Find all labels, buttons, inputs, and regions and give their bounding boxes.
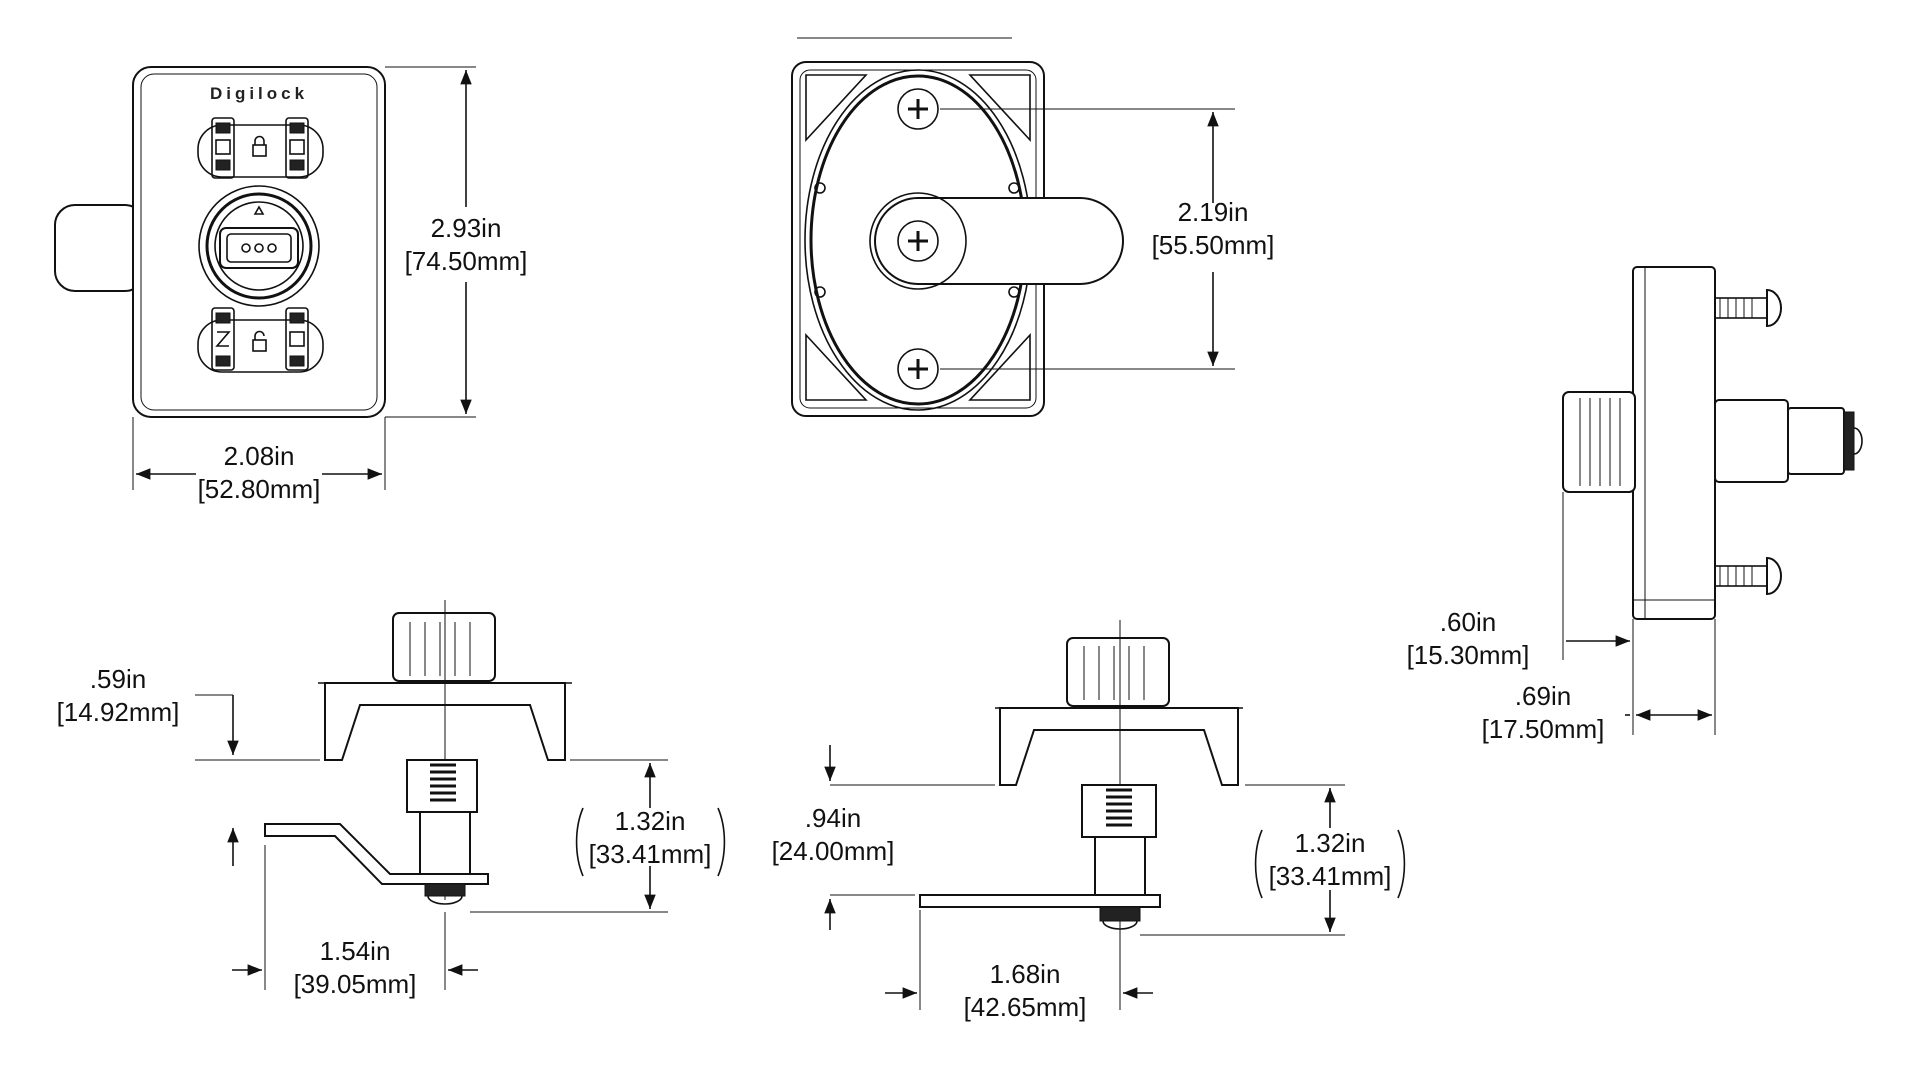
knob-depth-mm: [15.30mm]: [1407, 640, 1530, 670]
cam-view-2: .94in [24.00mm] 1.32in [33.41mm] 1.68in …: [772, 620, 1406, 1022]
side-cam-hub: [1714, 399, 1789, 483]
locked-icon: [252, 144, 267, 157]
front-bolt: [54, 204, 146, 292]
cam2-bar: [919, 894, 1161, 908]
side-top-screw: [1714, 288, 1782, 328]
screw-spacing-inches: 2.19in: [1178, 197, 1249, 227]
cam1-length-inches: 1.32in: [615, 806, 686, 836]
key-reader: [198, 185, 320, 307]
rear-view: 2.19in [55.50mm]: [791, 37, 1275, 417]
rear-top-screw: [897, 88, 939, 130]
front-width-mm: [52.80mm]: [198, 474, 321, 504]
rear-cam-arm: [874, 197, 1124, 285]
cam2-knob: [1066, 637, 1170, 707]
top-keypad: [197, 117, 324, 179]
front-view: Digilock: [54, 66, 528, 504]
cam2-reach-mm: [42.65mm]: [964, 992, 1087, 1022]
cam1-housing: [324, 682, 566, 761]
side-knob: [1562, 391, 1636, 493]
knob-depth-inches: .60in: [1440, 607, 1496, 637]
side-bottom-screw: [1714, 556, 1782, 596]
cam1-knob: [392, 612, 496, 682]
cam2-length-mm: [33.41mm]: [1269, 861, 1392, 891]
back-depth-inches: .69in: [1515, 681, 1571, 711]
cam1-shaft: [419, 811, 471, 875]
side-view: .60in [15.30mm] .69in [17.50mm]: [1407, 266, 1863, 744]
bottom-keypad: [197, 307, 324, 373]
cam1-length-mm: [33.41mm]: [589, 839, 712, 869]
cam1-offset-inches: .59in: [90, 664, 146, 694]
cam1-offset-mm: [14.92mm]: [57, 697, 180, 727]
back-depth-mm: [17.50mm]: [1482, 714, 1605, 744]
front-height-inches: 2.93in: [431, 213, 502, 243]
cam2-length-inches: 1.32in: [1295, 828, 1366, 858]
cam2-shaft: [1094, 836, 1146, 896]
cam1-bar: [264, 823, 489, 885]
unlocked-icon: [252, 339, 267, 352]
cam2-housing: [999, 707, 1239, 786]
cam2-offset-inches: .94in: [805, 803, 861, 833]
cam1-reach-inches: 1.54in: [320, 936, 391, 966]
screw-spacing-mm: [55.50mm]: [1152, 230, 1275, 260]
cam2-offset-mm: [24.00mm]: [772, 836, 895, 866]
rear-bottom-screw: [897, 348, 939, 390]
brand-label: Digilock: [210, 84, 308, 103]
cam-view-1: .59in [14.92mm] 1.32in [33.41mm] 1.54in …: [57, 600, 726, 999]
front-width-inches: 2.08in: [224, 441, 295, 471]
cam1-reach-mm: [39.05mm]: [294, 969, 417, 999]
front-height-mm: [74.50mm]: [405, 246, 528, 276]
cam2-reach-inches: 1.68in: [990, 959, 1061, 989]
